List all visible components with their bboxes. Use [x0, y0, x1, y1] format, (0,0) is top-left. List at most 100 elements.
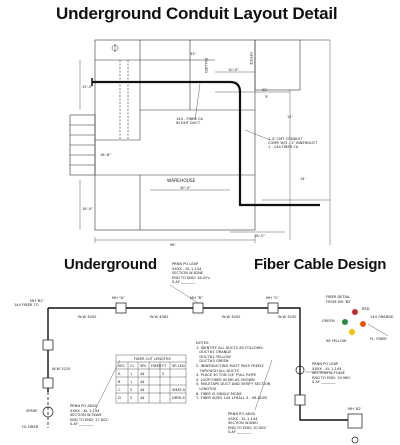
- splice-icon: [42, 406, 54, 418]
- table-cell: B: [118, 380, 121, 384]
- table-cell: 2: [162, 372, 164, 376]
- table-cell: D: [118, 396, 121, 400]
- fiber-detail-label: FL. FIBER: [370, 337, 387, 341]
- conduit-run-main: [48, 307, 301, 348]
- note-line: 5. MULETAPE DUCT AND VERIFY SECTION: [196, 382, 271, 387]
- note-line: 7. FIBER SIZES 144 LFHALL 4 - 96 AD05: [196, 396, 268, 401]
- table-cell: 44: [140, 380, 145, 384]
- dim-label: 48'-5": [254, 234, 265, 238]
- fiber-detail: [342, 309, 389, 337]
- table-header-cell: SPL: [140, 364, 146, 368]
- manhole-c: [267, 302, 279, 314]
- notes-block: NOTES: 1. IDENTIFY ALL DUCTS AS FOLLOWS:…: [196, 341, 270, 401]
- dim-label: 14': [300, 177, 306, 181]
- manhole-left: [42, 339, 54, 351]
- table-cell: 44: [140, 388, 145, 392]
- north-arrow-icon: [111, 44, 119, 52]
- dim-label: 10'-0": [228, 68, 239, 72]
- manhole-right: [294, 394, 306, 406]
- dim-label: 30'-0": [180, 186, 191, 190]
- right-label: MH 'B2': [348, 407, 362, 411]
- table-title: FIBER CUT LENGTHS: [134, 357, 171, 361]
- note-line: DUCT#3 GREEN: [196, 359, 229, 364]
- table-header-cell: CL: [130, 364, 135, 368]
- orange-fiber-icon: [360, 321, 366, 327]
- dim-label: 22': [262, 88, 268, 92]
- note-line: 2. INNERDUCTING MUST PASS FREELY: [196, 363, 264, 368]
- table-cell: 44: [140, 396, 145, 400]
- lead-note-bottom-left: PRNN PO AD00 XXXX - XL 1-144 SECTION W-T…: [70, 404, 109, 427]
- table-header-cell: FT: [162, 364, 167, 368]
- note-line: DUCT#2 YELLOW: [196, 354, 231, 359]
- manhole-b: [192, 302, 204, 314]
- table-header-cell: FIBER: [151, 364, 162, 368]
- table-cell: 2: [130, 396, 132, 400]
- warehouse-label: WAREHOUSE: [167, 178, 196, 184]
- page-title: Underground Conduit Layout Detail: [56, 4, 338, 23]
- dim-label: 15'-0": [82, 85, 93, 89]
- manhole-b2: [347, 413, 363, 429]
- fiber-detail-label: GREEN: [322, 319, 335, 323]
- note-line: 3. PLACE 30 TON 1/4" PULL ROPE: [196, 373, 256, 378]
- office-annex: [254, 39, 301, 91]
- green-fiber-icon: [342, 319, 348, 325]
- lead-note-top: PRNN PO LEAP XXXX - XL 1-144 SECTION W-8…: [172, 262, 210, 285]
- section-heading-underground: Underground: [64, 256, 157, 273]
- table-cell: 1: [130, 380, 132, 384]
- table-cell: 2: [130, 388, 132, 392]
- dim-label: 33': [190, 52, 196, 56]
- lead-note-right: PRNN PO LEAP XXXX - XL 1-144 SECTION W-T…: [312, 362, 351, 385]
- section-label: W-W 4982: [150, 315, 168, 319]
- section-label: W-W 3002: [222, 315, 240, 319]
- notes-title: NOTES:: [196, 341, 210, 345]
- left-label: SPARE: [26, 409, 38, 413]
- fiber-detail-from: FROM MH 'B2': [326, 300, 351, 304]
- manhole-left-lower: [42, 377, 54, 389]
- table-cell: 1: [130, 372, 132, 376]
- fiber-detail-label: 144 ORANGE: [370, 315, 394, 319]
- manhole-label: MH "C": [266, 296, 279, 300]
- table-cell: DRYA-S: [172, 396, 186, 400]
- section-label: W-W 3200: [278, 315, 297, 319]
- dim-label: 18'-6": [100, 153, 111, 157]
- yellow-fiber-icon: [349, 329, 355, 335]
- table-cell: C: [118, 388, 121, 392]
- splice-icon: [351, 436, 359, 444]
- manhole-label: MH "B": [190, 296, 203, 300]
- note-line: LENGTHS: [196, 386, 217, 391]
- note-line: 4. LOOP FIBER IN MH AS SHOWN: [196, 377, 255, 382]
- dim-label: 16'-0": [82, 207, 93, 211]
- lead-note-bottom-mid: PRNN PO AD00 XXXX - XL 1-144 SECTION W-B…: [228, 412, 267, 435]
- rallied-label: RALLIED: [204, 58, 208, 73]
- red-fiber-icon: [352, 309, 358, 315]
- left-label: 144 FIBER TO: [14, 303, 39, 307]
- dim-label: 12': [287, 115, 293, 119]
- note-line: 1. IDENTIFY ALL DUCTS AS FOLLOWS:: [196, 345, 264, 350]
- conduit-run-right: [299, 348, 352, 421]
- splice-icon: [295, 365, 305, 375]
- dim-label: 96': [170, 243, 176, 247]
- note-line: THROUGH ALL DUCTS: [196, 368, 239, 373]
- fiber-conduit-route: [92, 80, 320, 207]
- table-cell: A: [118, 372, 121, 376]
- left-label: HL FIBER: [22, 425, 39, 429]
- section-label: W-W 3220: [52, 367, 71, 371]
- fiber-cut-lengths-table: [115, 354, 187, 404]
- table-cell: 44: [140, 372, 145, 376]
- manhole-label: MH "A": [112, 296, 125, 300]
- section-heading-fiber-cable-design: Fiber Cable Design: [254, 256, 387, 273]
- fiber-detail-label: 96 YELLOW: [326, 339, 347, 343]
- table-header-cell: SP-LEN: [172, 364, 185, 368]
- note-line: DUCT#1 ORANGE: [196, 350, 232, 355]
- table-header-cell: SEC: [118, 364, 126, 368]
- fiber-detail-label: RED: [362, 307, 370, 311]
- fiber-detail-title: FIBER DETAIL: [326, 295, 350, 299]
- dim-label: 3': [265, 95, 268, 99]
- table-cell: SMAT-A: [172, 388, 186, 392]
- section-label: W-W 3002: [78, 315, 96, 319]
- left-label: MH 'B2': [30, 299, 44, 303]
